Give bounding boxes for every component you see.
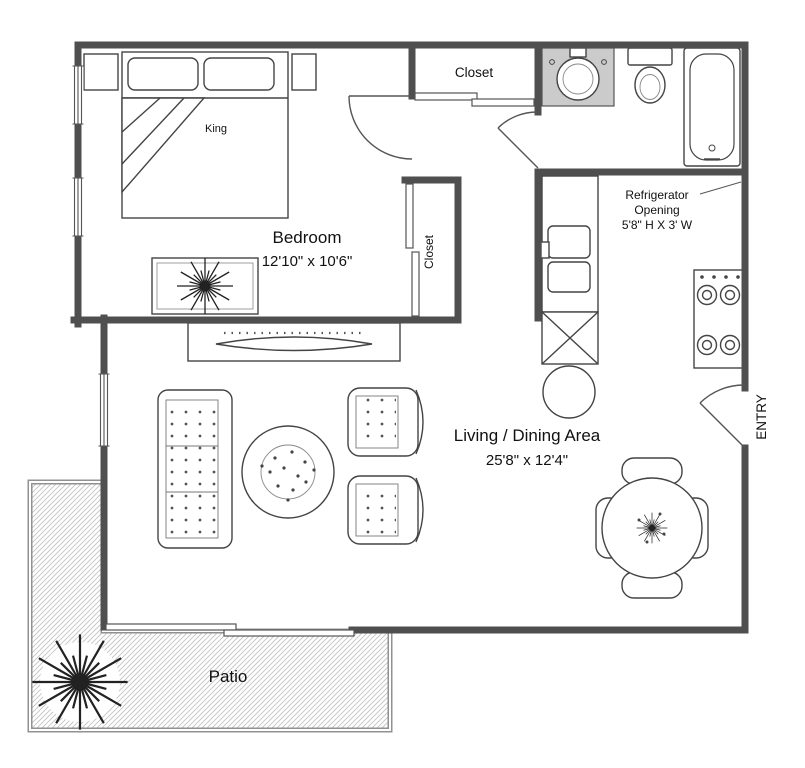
fridge-label-line1: Refrigerator xyxy=(625,188,688,202)
sofa xyxy=(157,389,233,549)
nightstand-right xyxy=(291,53,317,91)
interior-walls xyxy=(401,41,749,324)
closet-sliding-doors-top xyxy=(414,92,535,107)
pillow-right xyxy=(203,57,275,91)
coffee-table xyxy=(241,425,335,519)
bathtub xyxy=(683,47,741,167)
toilet xyxy=(627,47,673,104)
window-bedroom-2 xyxy=(72,177,84,237)
nightstand-left xyxy=(83,53,119,91)
armchair-2 xyxy=(347,475,424,545)
bathroom-door xyxy=(497,111,539,169)
bathroom-vanity xyxy=(541,47,615,107)
kitchen-sink xyxy=(540,225,591,293)
king-bed-label: King xyxy=(205,123,227,135)
patio-label: Patio xyxy=(209,667,248,686)
dining-set xyxy=(595,457,709,599)
bedroom-door xyxy=(348,95,413,160)
stove xyxy=(693,269,745,369)
kitchen-counter xyxy=(540,175,599,313)
entry-door xyxy=(699,384,746,449)
armchair-1 xyxy=(347,387,424,457)
dining-centerpiece xyxy=(636,512,668,544)
patio-sliding-door xyxy=(105,623,355,637)
living-label: Living / Dining Area xyxy=(454,426,601,445)
closet-sliding-doors-side xyxy=(405,183,420,317)
king-bed xyxy=(121,51,289,219)
fridge-label-line3: 5'8" H X 3' W xyxy=(622,218,693,232)
entry-label: ENTRY xyxy=(754,394,769,440)
pillow-left xyxy=(127,57,199,91)
refrigerator-space xyxy=(541,311,599,365)
media-console xyxy=(187,322,401,362)
vanity-faucet xyxy=(569,47,587,58)
fridge-leader-line xyxy=(699,181,742,195)
window-bedroom-1 xyxy=(72,65,84,125)
window-living xyxy=(98,373,110,447)
bistro-table xyxy=(542,365,596,419)
bedroom-label: Bedroom xyxy=(273,228,342,247)
closet-top-label: Closet xyxy=(455,65,494,80)
living-dims-label: 25'8" x 12'4" xyxy=(486,452,568,469)
closet-side-label: Closet xyxy=(422,234,436,269)
bedroom-dims-label: 12'10" x 10'6" xyxy=(262,253,353,270)
fridge-label-line2: Opening xyxy=(634,203,679,217)
